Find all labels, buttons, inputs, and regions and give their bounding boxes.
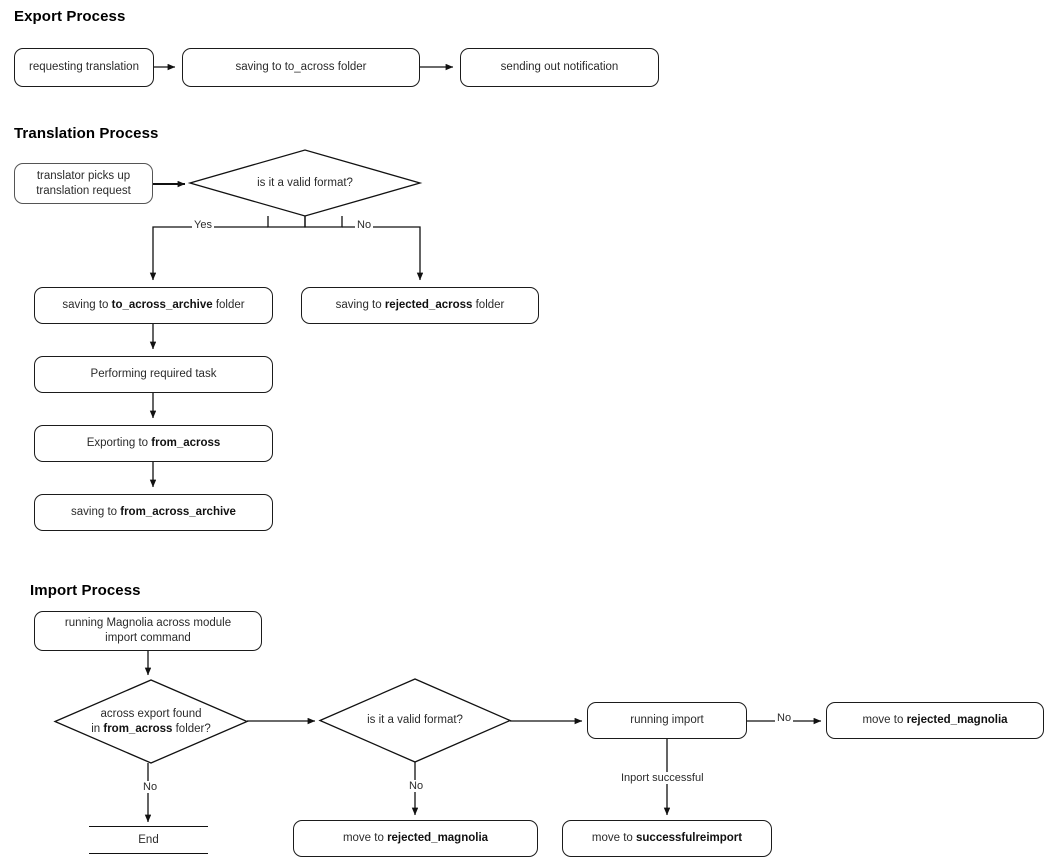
node-move-to-rejected-magnolia-format[interactable]: move to rejected_magnolia [293,820,538,857]
node-sending-out-notification[interactable]: sending out notification [460,48,659,87]
node-label-line2: translation request [36,184,131,197]
node-running-magnolia-import-command[interactable]: running Magnolia across module import co… [34,611,262,651]
node-label-bold: successfulreimport [636,832,743,844]
node-label-line1: running Magnolia across module [64,617,232,629]
edge-label-import-successful: Inport successful [619,772,706,784]
node-label-bold: from_across [151,437,221,449]
node-move-to-rejected-magnolia-import[interactable]: move to rejected_magnolia [826,702,1044,739]
node-saving-to-across-archive[interactable]: saving to to_across_archive folder [34,287,273,324]
terminator-end: End [89,826,208,854]
node-label-pre: saving to [335,299,385,311]
node-label: saving to from_across_archive [71,505,236,520]
node-label-bold: to_across_archive [111,299,213,311]
edge-label-no-export-found: No [141,781,160,793]
node-label-pre: Performing required task [90,368,217,380]
node-translator-picks-up-request[interactable]: translator picks up translation request [14,163,153,204]
node-saving-to-from-across-archive[interactable]: saving to from_across_archive [34,494,273,531]
decision-across-export-found[interactable]: across export found in from_across folde… [53,679,249,764]
node-label-pre: saving to [71,506,121,518]
terminator-label: End [138,834,159,846]
edge-label-yes: Yes [192,219,214,231]
node-label-bold: rejected_magnolia [387,832,489,844]
node-label-bold: rejected_magnolia [906,714,1008,726]
node-label: saving to rejected_across folder [336,298,505,313]
node-label-pre: move to [862,714,907,726]
node-label-pre: saving to [62,299,112,311]
edge-label-no: No [355,219,374,231]
node-label: move to rejected_magnolia [343,831,488,846]
node-label: requesting translation [29,61,139,73]
node-label: move to rejected_magnolia [862,713,1007,728]
node-label: running import [630,714,704,726]
node-label-pre: Exporting to [86,437,152,449]
node-label-pre: move to [591,832,636,844]
node-saving-to-across-folder[interactable]: saving to to_across folder [182,48,420,87]
node-running-import[interactable]: running import [587,702,747,739]
node-label-line1: translator picks up [36,169,131,182]
decision-is-it-a-valid-format-translation[interactable]: is it a valid format? [187,149,423,217]
node-label-post: folder [212,299,245,311]
node-label-post: folder [472,299,505,311]
section-title-translation-process: Translation Process [14,125,159,142]
node-saving-to-rejected-across[interactable]: saving to rejected_across folder [301,287,539,324]
node-label-line2: import command [105,632,191,644]
node-label-bold: from_across_archive [120,506,236,518]
node-requesting-translation[interactable]: requesting translation [14,48,154,87]
node-label: saving to to_across_archive folder [62,298,244,313]
node-label: saving to to_across folder [235,61,367,73]
node-label: Exporting to from_across [87,436,221,451]
node-exporting-to-from-across[interactable]: Exporting to from_across [34,425,273,462]
node-label-pre: move to [342,832,388,844]
node-performing-required-task[interactable]: Performing required task [34,356,273,393]
section-title-import-process: Import Process [30,582,141,599]
edge-label-no-valid-format-import: No [407,780,426,792]
node-label: translator picks up translation request [36,169,131,199]
node-label: move to successfulreimport [592,831,742,846]
edge-label-no-running-import: No [775,712,794,724]
decision-is-it-a-valid-format-import[interactable]: is it a valid format? [318,678,512,763]
node-label-bold: rejected_across [384,299,473,311]
node-label: sending out notification [500,61,619,73]
node-label: running Magnolia across module import co… [65,616,231,646]
node-label: Performing required task [91,367,217,382]
section-title-export-process: Export Process [14,8,126,25]
node-move-to-successfulreimport[interactable]: move to successfulreimport [562,820,772,857]
